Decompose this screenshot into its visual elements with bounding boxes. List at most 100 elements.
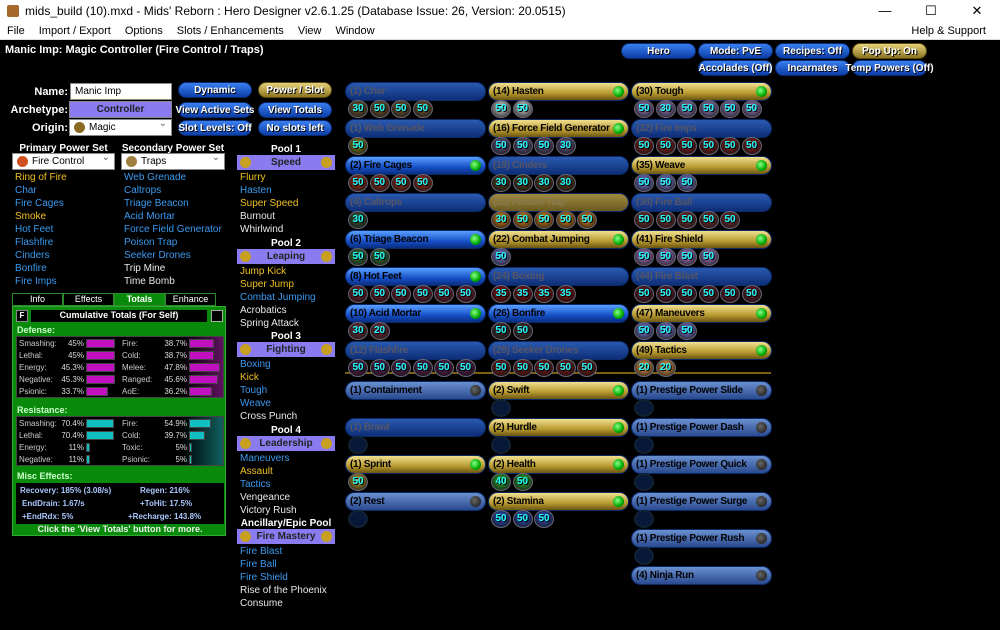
- enhancement-icon[interactable]: 50: [555, 211, 576, 229]
- enhancement-icon[interactable]: 50: [634, 100, 654, 118]
- name-input[interactable]: Manic Imp: [70, 83, 172, 100]
- f-button[interactable]: F: [16, 310, 28, 322]
- pool-power-item[interactable]: Victory Rush: [240, 504, 297, 516]
- pool-power-item[interactable]: Flurry: [240, 172, 266, 183]
- toggle-on-icon[interactable]: [613, 86, 624, 97]
- enhancement-icon[interactable]: 50: [512, 137, 533, 155]
- power-slot[interactable]: (28) Seeker Drones: [488, 341, 629, 360]
- secondary-power-item[interactable]: Caltrops: [124, 185, 162, 196]
- power-slot[interactable]: (1) Prestige Power Slide: [631, 381, 772, 400]
- power-slot[interactable]: (26) Bonfire: [488, 304, 629, 323]
- enhancement-icon[interactable]: 50: [634, 211, 654, 229]
- enhancement-icon[interactable]: 50: [655, 248, 676, 266]
- menu-options[interactable]: Options: [124, 24, 163, 37]
- empty-slot[interactable]: [491, 399, 511, 417]
- pool-power-item[interactable]: Super Speed: [240, 198, 299, 209]
- pool-power-item[interactable]: Rise of the Phoenix: [240, 585, 327, 596]
- enhancement-icon[interactable]: 50: [348, 174, 368, 192]
- toggle-on-icon[interactable]: [613, 385, 624, 396]
- enhancement-icon[interactable]: 50: [369, 248, 390, 266]
- power-slot[interactable]: (6) Triage Beacon: [345, 230, 486, 249]
- enhancement-icon[interactable]: 50: [720, 100, 740, 118]
- toggle-off-icon[interactable]: [470, 496, 481, 507]
- enhancement-icon[interactable]: 50: [741, 285, 762, 303]
- enhancement-icon[interactable]: 50: [412, 100, 433, 118]
- power-slot[interactable]: (1) Prestige Power Surge: [631, 492, 772, 511]
- enhancement-icon[interactable]: 50: [512, 473, 533, 491]
- empty-slot[interactable]: [634, 473, 654, 491]
- tab-totals[interactable]: Totals: [114, 293, 165, 306]
- enhancement-icon[interactable]: 50: [655, 137, 676, 155]
- enhancement-icon[interactable]: 30: [655, 100, 676, 118]
- power-slot[interactable]: (38) Fire Ball: [631, 193, 772, 212]
- pool-power-item[interactable]: Fire Ball: [240, 559, 277, 570]
- power-slot[interactable]: (2) Rest: [345, 492, 486, 511]
- view-totals-button[interactable]: View Totals: [258, 102, 332, 118]
- toggle-off-icon[interactable]: [756, 422, 767, 433]
- enhancement-icon[interactable]: 50: [491, 248, 511, 266]
- secondary-power-item[interactable]: Force Field Generator: [124, 224, 222, 235]
- archetype-select[interactable]: Controller: [69, 101, 172, 118]
- enhancement-icon[interactable]: 50: [655, 285, 676, 303]
- view-active-sets-button[interactable]: View Active Sets: [176, 102, 254, 118]
- recipes-button[interactable]: Recipes: Off: [775, 43, 850, 59]
- power-slot[interactable]: (24) Boxing: [488, 267, 629, 286]
- pool-power-item[interactable]: Acrobatics: [240, 304, 287, 316]
- menu-help[interactable]: Help & Support: [911, 24, 986, 37]
- menu-view[interactable]: View: [297, 24, 322, 37]
- pool-select[interactable]: Speed: [237, 155, 335, 170]
- pool-power-item[interactable]: Weave: [240, 398, 271, 409]
- enhancement-icon[interactable]: 50: [491, 137, 511, 155]
- empty-slot[interactable]: [634, 547, 654, 565]
- toggle-off-icon[interactable]: [756, 533, 767, 544]
- enhancement-icon[interactable]: 50: [677, 248, 697, 266]
- power-slot[interactable]: (22) Combat Jumping: [488, 230, 629, 249]
- enhancement-icon[interactable]: 50: [369, 100, 390, 118]
- enhancement-icon[interactable]: 50: [434, 359, 454, 377]
- enhancement-icon[interactable]: 50: [455, 359, 476, 377]
- enhancement-icon[interactable]: 50: [391, 100, 411, 118]
- primary-power-item[interactable]: Ring of Fire: [15, 172, 67, 183]
- temp-powers-button[interactable]: Temp Powers (Off): [845, 60, 934, 76]
- toggle-on-icon[interactable]: [756, 345, 767, 356]
- slot-levels-button[interactable]: Slot Levels: Off: [178, 120, 252, 136]
- pool-power-item[interactable]: Tough: [240, 385, 268, 396]
- pool-power-item[interactable]: Assault: [240, 465, 273, 477]
- enhancement-icon[interactable]: 50: [491, 322, 511, 340]
- power-slot[interactable]: (1) Prestige Power Dash: [631, 418, 772, 437]
- power-slot[interactable]: (10) Acid Mortar: [345, 304, 486, 323]
- enhancement-icon[interactable]: 50: [348, 137, 368, 155]
- enhancement-icon[interactable]: 50: [741, 137, 762, 155]
- toggle-on-icon[interactable]: [756, 308, 767, 319]
- hero-button[interactable]: Hero: [621, 43, 696, 59]
- toggle-on-icon[interactable]: [613, 123, 624, 134]
- popout-icon[interactable]: [211, 310, 223, 322]
- secondary-power-item[interactable]: Seeker Drones: [124, 250, 191, 261]
- toggle-off-icon[interactable]: [756, 570, 767, 581]
- pool-power-item[interactable]: Vengeance: [240, 491, 291, 503]
- power-slot[interactable]: (41) Fire Shield: [631, 230, 772, 249]
- power-slot[interactable]: (1) Brawl: [345, 418, 486, 437]
- enhancement-icon[interactable]: 50: [369, 359, 390, 377]
- tab-info[interactable]: Info: [12, 293, 63, 306]
- enhancement-icon[interactable]: 30: [348, 100, 368, 118]
- enhancement-icon[interactable]: 50: [534, 211, 554, 229]
- no-slots-button[interactable]: No slots left: [258, 120, 332, 136]
- pool-power-item[interactable]: Whirlwind: [240, 224, 284, 235]
- enhancement-icon[interactable]: 50: [677, 174, 697, 192]
- enhancement-icon[interactable]: 50: [677, 100, 697, 118]
- power-slot[interactable]: (14) Hasten: [488, 82, 629, 101]
- toggle-on-icon[interactable]: [613, 234, 624, 245]
- enhancement-icon[interactable]: 30: [512, 174, 533, 192]
- enhancement-icon[interactable]: 20: [655, 359, 676, 377]
- pool-select[interactable]: Leadership: [237, 435, 335, 451]
- power-slot[interactable]: (1) Sprint: [345, 455, 486, 474]
- enhancement-icon[interactable]: 50: [634, 137, 654, 155]
- power-slot[interactable]: (1) Web Grenade: [345, 119, 486, 138]
- enhancement-icon[interactable]: 50: [720, 285, 740, 303]
- power-slot[interactable]: (47) Maneuvers: [631, 304, 772, 323]
- secondary-power-item[interactable]: Triage Beacon: [124, 198, 189, 209]
- toggle-on-icon[interactable]: [613, 459, 624, 470]
- incarnates-button[interactable]: Incarnates: [775, 60, 850, 76]
- pool-power-item[interactable]: Maneuvers: [240, 452, 290, 464]
